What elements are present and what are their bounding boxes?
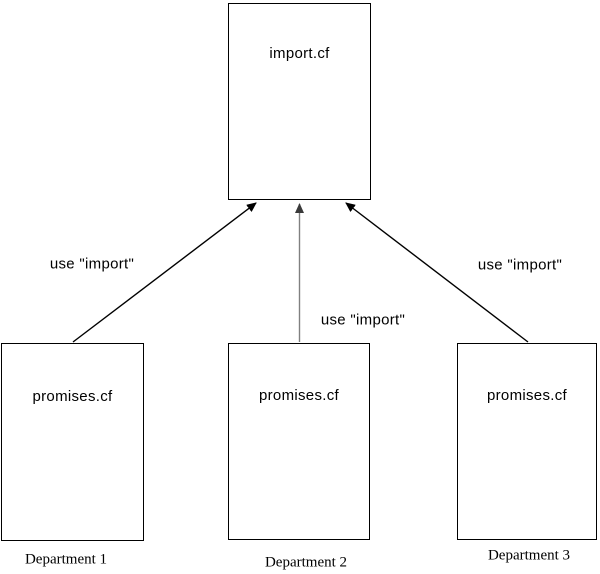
promises-cf-label-2: promises.cf [259, 387, 339, 404]
import-cf-label: import.cf [269, 45, 330, 62]
arrow-left [72, 202, 257, 343]
promises-cf-label-1: promises.cf [32, 388, 113, 405]
department-3-caption: Department 3 [487, 547, 571, 564]
edge-label-middle: use "import" [320, 311, 406, 329]
promises-cf-node-2: promises.cf [228, 343, 370, 540]
edge-label-left: use "import" [49, 255, 135, 273]
import-cf-node: import.cf [228, 3, 371, 200]
promises-cf-node-3: promises.cf [457, 343, 597, 540]
promises-cf-node-1: promises.cf [1, 343, 144, 541]
department-2-caption: Department 2 [264, 554, 348, 571]
department-1-caption: Department 1 [24, 551, 108, 568]
edge-label-right: use "import" [477, 256, 563, 274]
promises-cf-label-3: promises.cf [487, 387, 567, 404]
